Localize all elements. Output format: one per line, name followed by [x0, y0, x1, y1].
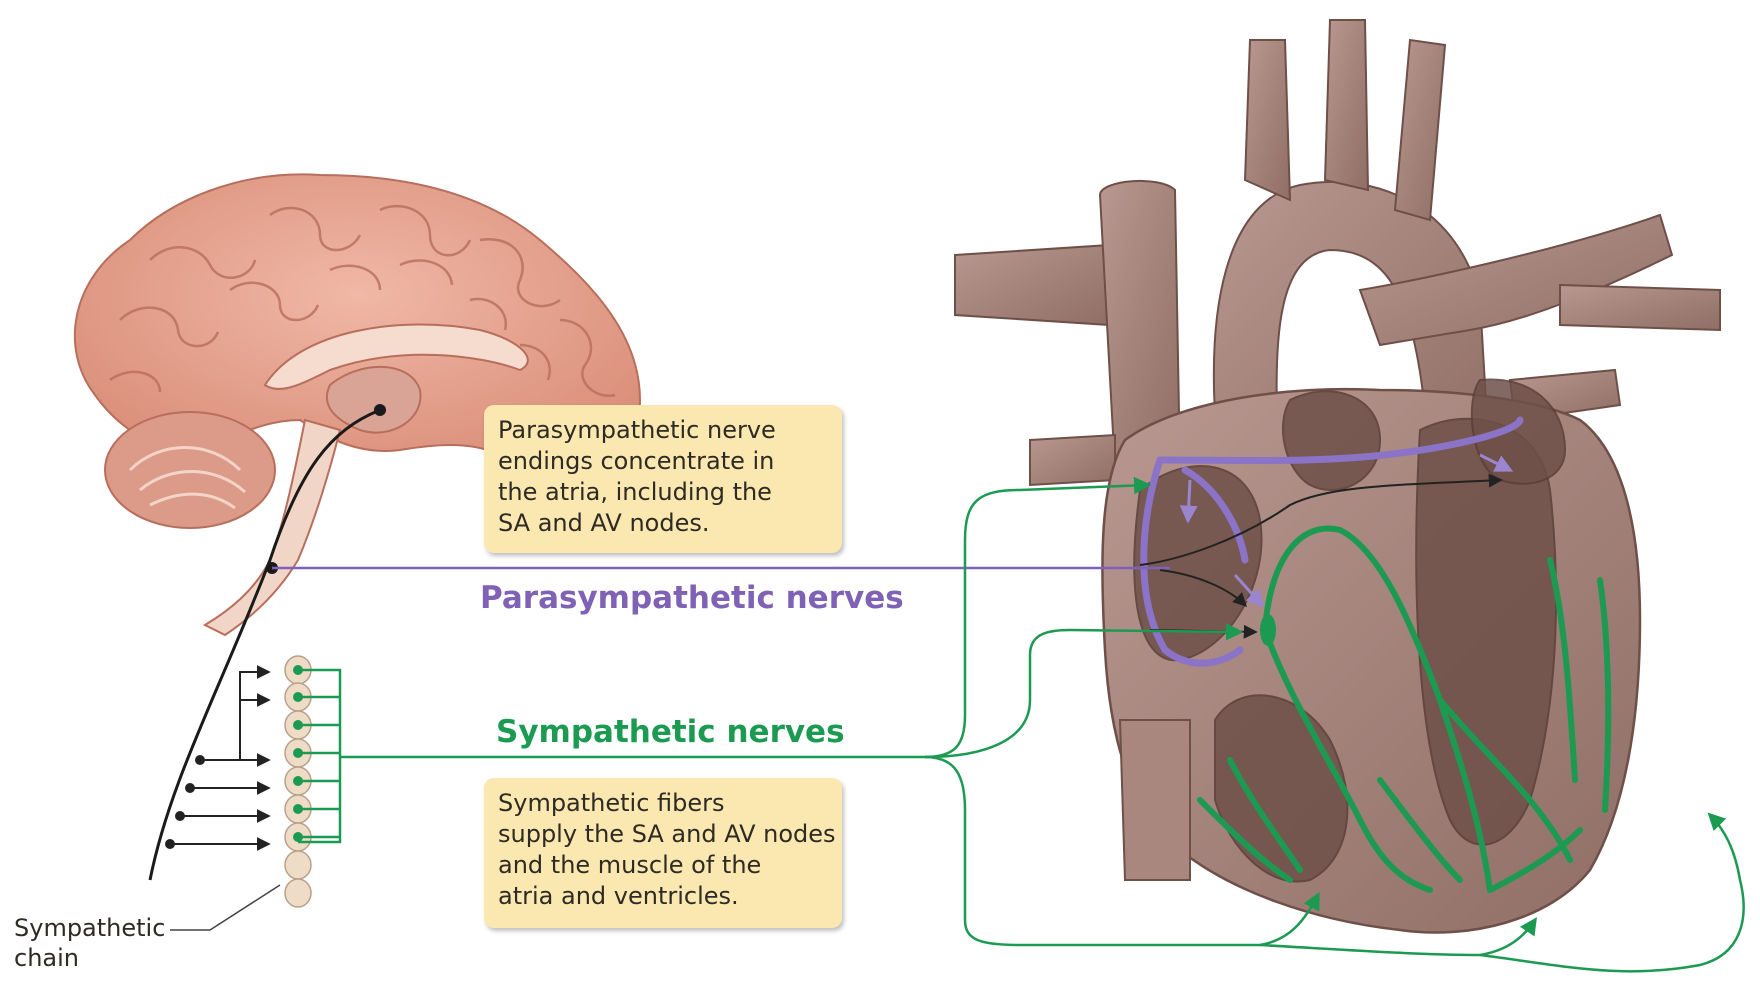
callout-line: Sympathetic fibers [498, 788, 830, 819]
callout-line: supply the SA and AV nodes [498, 819, 830, 850]
av-node [1260, 614, 1276, 646]
aorta-branch-3 [1395, 40, 1445, 220]
callout-line: the atria, including the [498, 477, 830, 508]
callout-line: SA and AV nodes. [498, 508, 830, 539]
brainstem-node [374, 404, 386, 416]
callout-line: Parasympathetic nerve [498, 415, 830, 446]
aorta-branch-2 [1325, 20, 1368, 190]
callout-line: and the muscle of the [498, 850, 830, 881]
inferior-vena-cava [1120, 720, 1190, 880]
chain-label-line: Sympathetic [14, 913, 165, 943]
sympathetic-nerves-label: Sympathetic nerves [496, 714, 845, 750]
pulmonary-artery-branch [1560, 285, 1720, 330]
parasympathetic-nerves-label: Parasympathetic nerves [480, 580, 904, 616]
pulmonary-veins-left [955, 245, 1110, 325]
sympathetic-callout: Sympathetic fibers supply the SA and AV … [484, 778, 842, 928]
left-atrium [1283, 391, 1380, 490]
chain-label-line: chain [14, 943, 165, 973]
sympathetic-chain-label: Sympathetic chain [14, 913, 165, 973]
heart-illustration [955, 20, 1720, 933]
left-vessel [1030, 435, 1115, 485]
sympathetic-chain-leader [170, 885, 280, 930]
callout-line: atria and ventricles. [498, 881, 830, 912]
callout-line: endings concentrate in [498, 446, 830, 477]
preganglionic-fibers [170, 672, 268, 844]
aorta-branch-1 [1245, 40, 1290, 200]
parasympathetic-callout: Parasympathetic nerve endings concentrat… [484, 405, 842, 553]
